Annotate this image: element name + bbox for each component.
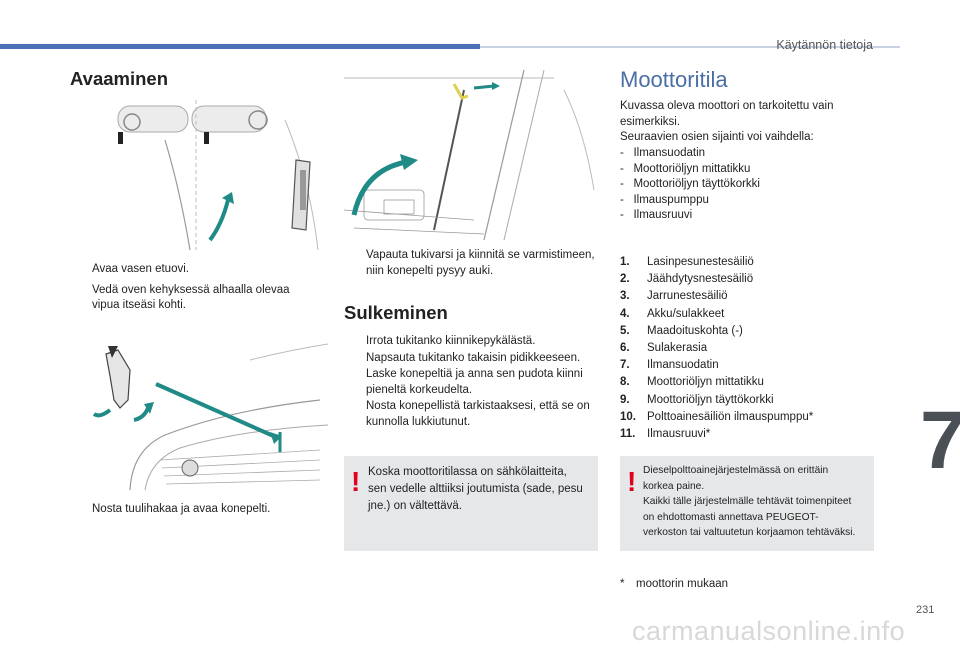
warning-box-diesel: ! Dieselpolttoainejärjestelmässä on erit… (620, 456, 874, 551)
warning-icon: ! (627, 466, 637, 497)
chapter-header-title: Käytännön tietoja (776, 38, 873, 52)
step-item: Avaa vasen etuovi. (92, 263, 189, 275)
watermark: carmanualsonline.info (632, 616, 906, 646)
moottoritila-intro: Kuvassa oleva moottori on tarkoitettu va… (620, 100, 834, 143)
step-item: Vapauta tukivarsi ja kiinnitä se varmist… (366, 249, 595, 277)
chapter-number: 7 (920, 395, 960, 486)
warning-text: Koska moottoritilassa on sähkölaitteita,… (368, 466, 583, 512)
list-item: 9.Moottoriöljyn täyttökorkki (620, 393, 774, 406)
step-item: Nosta konepellistä tarkistaaksesi, että … (366, 400, 590, 428)
list-item: - Ilmausruuvi (620, 209, 693, 221)
step-item: Vedä oven kehyksessä alhaalla olevaa vip… (92, 283, 290, 312)
section-title-avaaminen: Avaaminen (70, 68, 169, 89)
list-item: 2.Jäähdytysnestesäiliö (620, 273, 754, 286)
sulkeminen-steps: Irrota tukitanko kiinnikepykälästä. Naps… (344, 334, 602, 431)
avaaminen-step-support: Vapauta tukivarsi ja kiinnitä se varmist… (344, 248, 602, 284)
illustration-door-lever (110, 100, 332, 250)
list-item: - Ilmansuodatin (620, 147, 706, 159)
list-item: 1.Lasinpesunestesäiliö (620, 256, 754, 268)
list-item: 4.Akku/sulakkeet (620, 307, 725, 320)
component-list: 1.Lasinpesunestesäiliö 2.Jäähdytysnestes… (620, 254, 870, 443)
list-item: 5.Maadoituskohta (-) (620, 324, 743, 337)
list-item: 10.Polttoainesäiliön ilmauspumppu* (620, 410, 814, 423)
list-item: 11.Ilmausruuvi* (620, 427, 711, 440)
illustration-hood-catch (70, 340, 328, 495)
illustration-hood-support-rod (344, 70, 599, 240)
variable-parts-list: - Ilmansuodatin - Moottoriöljyn mittatik… (620, 146, 760, 224)
step-item: Irrota tukitanko kiinnikepykälästä. (366, 335, 536, 347)
list-item: - Ilmauspumppu (620, 193, 709, 206)
section-title-moottoritila: Moottoritila (620, 67, 728, 92)
section-title-sulkeminen: Sulkeminen (344, 302, 448, 323)
avaaminen-steps: Avaa vasen etuovi. Vedä oven kehyksessä … (70, 262, 320, 319)
warning-icon: ! (351, 466, 361, 497)
step-item: Laske konepeltiä ja anna sen pudota kiin… (366, 368, 583, 396)
list-item: - Moottoriöljyn täyttökorkki (620, 178, 760, 190)
warning-box-water: ! Koska moottoritilassa on sähkölaitteit… (344, 456, 598, 551)
page-number: 231 (916, 604, 935, 616)
avaaminen-step-lift: Nosta tuulihakaa ja avaa konepelti. (70, 502, 330, 523)
header-bar-extension (480, 46, 900, 48)
step-item: Nosta tuulihakaa ja avaa konepelti. (92, 503, 271, 515)
list-item: 3.Jarrunestesäiliö (620, 290, 728, 303)
header-bar (0, 44, 480, 49)
list-item: - Moottoriöljyn mittatikku (620, 162, 751, 175)
list-item: 7.Ilmansuodatin (620, 359, 719, 372)
list-item: 6.Sulakerasia (620, 341, 708, 354)
step-item: Napsauta tukitanko takaisin pidikkeeseen… (366, 351, 581, 364)
list-item: 8.Moottoriöljyn mittatikku (620, 376, 764, 389)
warning-text: Dieselpolttoainejärjestelmässä on erittä… (643, 465, 856, 538)
